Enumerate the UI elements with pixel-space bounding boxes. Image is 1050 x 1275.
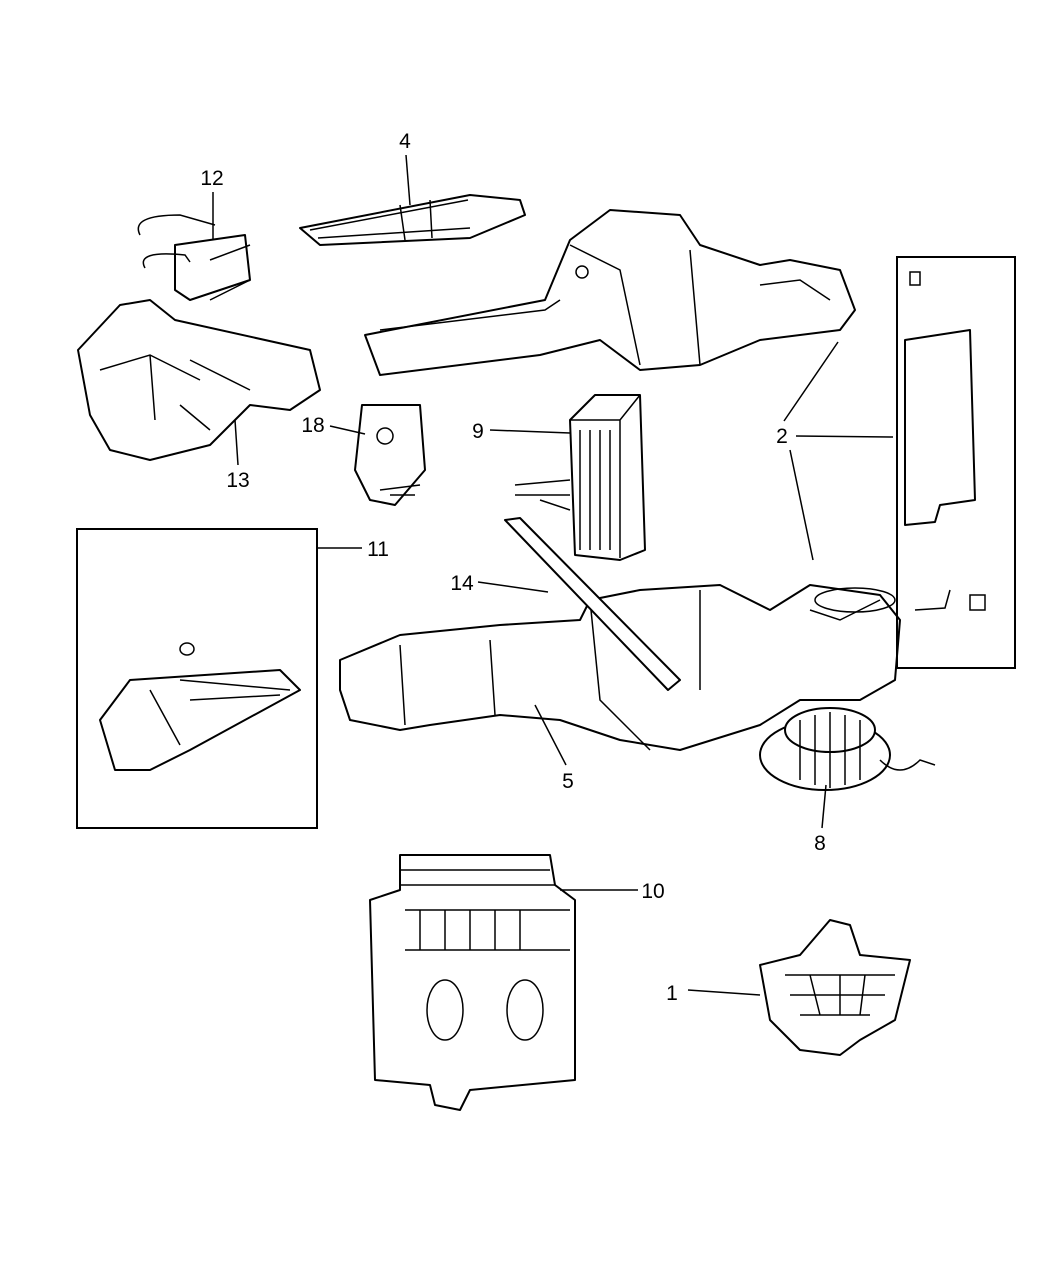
part-2-upper-housing[interactable] (364, 209, 856, 376)
callout-12[interactable]: 12 (200, 167, 223, 190)
leader-4 (405, 154, 411, 206)
callout-1[interactable]: 1 (666, 982, 678, 1005)
leader-2 (783, 341, 894, 561)
part-4-outlet-duct[interactable] (299, 194, 526, 246)
part-12-heater-tube-plate[interactable] (137, 214, 251, 301)
part-10-hvac-module[interactable] (369, 854, 576, 1111)
leader-1 (687, 989, 761, 996)
part-5-lower-housing[interactable] (339, 584, 901, 751)
callout-11[interactable]: 11 (367, 538, 389, 561)
part-8-blower-motor[interactable] (759, 707, 936, 791)
part-9-evaporator[interactable] (514, 394, 646, 561)
part-14-seal[interactable] (504, 517, 681, 691)
leader-14 (477, 581, 549, 593)
callout-18[interactable]: 18 (301, 414, 324, 437)
part-11-kit-box[interactable] (76, 528, 318, 829)
leader-18 (329, 425, 366, 435)
callout-14[interactable]: 14 (450, 572, 474, 595)
part-1-blower-housing[interactable] (759, 919, 911, 1056)
part-2-kit-box[interactable] (896, 256, 1016, 669)
callout-4[interactable]: 4 (399, 130, 411, 153)
callout-10[interactable]: 10 (641, 880, 664, 903)
leader-8 (821, 784, 827, 829)
callout-9[interactable]: 9 (472, 420, 484, 443)
callout-2[interactable]: 2 (776, 425, 788, 448)
part-13-floor-duct[interactable] (77, 299, 321, 461)
leader-lines (212, 154, 894, 996)
callout-8[interactable]: 8 (814, 832, 826, 855)
callout-13[interactable]: 13 (226, 469, 249, 492)
leader-13 (234, 419, 239, 466)
part-18-actuator[interactable] (354, 404, 426, 506)
leader-5 (534, 704, 567, 766)
leader-9 (489, 429, 571, 434)
callout-5[interactable]: 5 (562, 770, 574, 793)
